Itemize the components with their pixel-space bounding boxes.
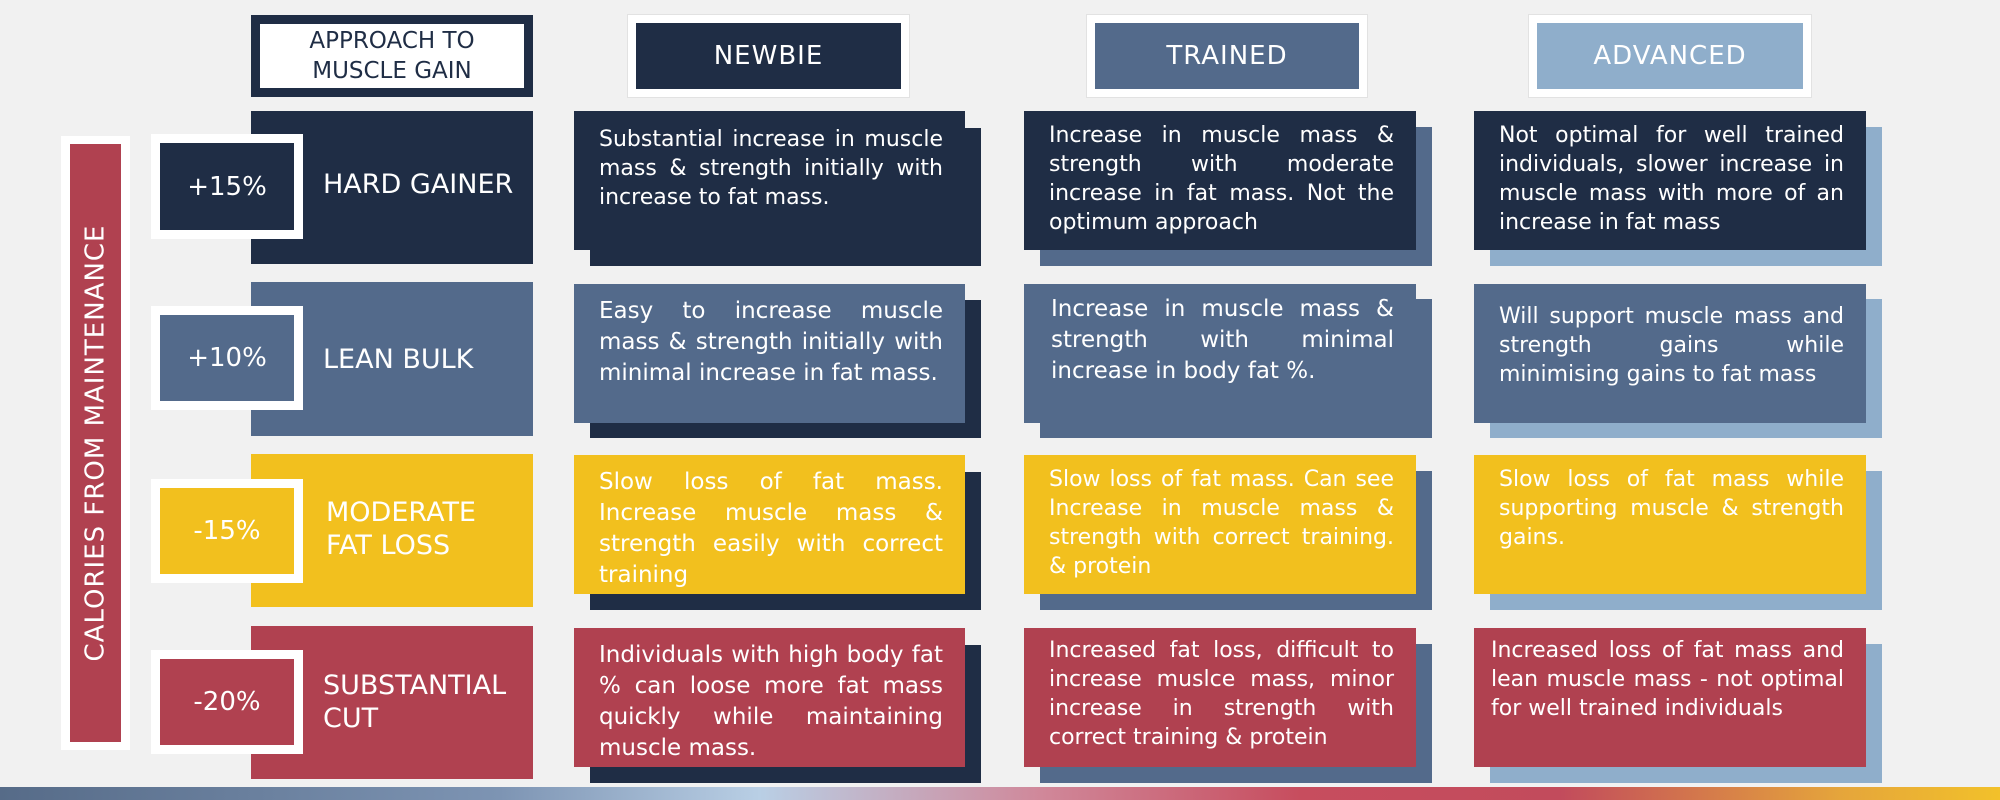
cell-trained-moderate-fat-loss: Slow loss of fat mass. Can see Increase … — [1024, 455, 1416, 594]
cell-advanced-lean-bulk: Will support muscle mass and strength ga… — [1474, 284, 1866, 423]
cell-trained-hard-gainer: Increase in muscle mass & strength with … — [1024, 111, 1416, 250]
percent-value: -20% — [193, 687, 261, 717]
percent-value: -15% — [193, 516, 261, 546]
cell-trained-lean-bulk: Increase in muscle mass & strength with … — [1024, 284, 1416, 423]
cell-newbie-substantial-cut: Individuals with high body fat % can loo… — [574, 628, 965, 767]
row-label: HARD GAINER — [323, 169, 514, 200]
cell-advanced-substantial-cut: Increased loss of fat mass and lean musc… — [1474, 628, 1866, 767]
percent-value: +10% — [187, 343, 267, 373]
cell-advanced-hard-gainer: Not optimal for well trained individuals… — [1474, 111, 1866, 250]
bottom-gradient-strip — [0, 787, 2000, 800]
row-label: SUBSTANTIAL CUT — [323, 670, 507, 734]
column-header-label: ADVANCED — [1593, 41, 1747, 71]
cell-advanced-moderate-fat-loss: Slow loss of fat mass while supporting m… — [1474, 455, 1866, 594]
percent-badge: +15% — [151, 134, 303, 239]
cell-newbie-hard-gainer: Substantial increase in muscle mass & st… — [574, 111, 965, 250]
side-label-bar: CALORIES FROM MAINTENANCE — [70, 144, 121, 742]
cell-trained-substantial-cut: Increased fat loss, difficult to increas… — [1024, 628, 1416, 767]
cell-newbie-moderate-fat-loss: Slow loss of fat mass. Increase muscle m… — [574, 455, 965, 594]
percent-value: +15% — [187, 171, 267, 202]
row-label: LEAN BULK — [323, 344, 474, 375]
column-header-trained: TRAINED — [1087, 15, 1367, 97]
column-header-label: TRAINED — [1166, 41, 1288, 71]
approach-header-label: APPROACH TO MUSCLE GAIN — [309, 28, 475, 84]
column-header-newbie: NEWBIE — [628, 15, 909, 97]
row-label: MODERATE FAT LOSS — [326, 497, 476, 561]
cell-newbie-lean-bulk: Easy to increase muscle mass & strength … — [574, 284, 965, 423]
column-header-advanced: ADVANCED — [1529, 15, 1811, 97]
percent-badge: -15% — [151, 479, 303, 583]
column-header-label: NEWBIE — [713, 41, 824, 71]
side-label-frame: CALORIES FROM MAINTENANCE — [61, 136, 130, 750]
side-label: CALORIES FROM MAINTENANCE — [80, 224, 111, 662]
percent-badge: +10% — [151, 306, 303, 410]
approach-header: APPROACH TO MUSCLE GAIN — [251, 15, 533, 97]
percent-badge: -20% — [151, 650, 303, 754]
